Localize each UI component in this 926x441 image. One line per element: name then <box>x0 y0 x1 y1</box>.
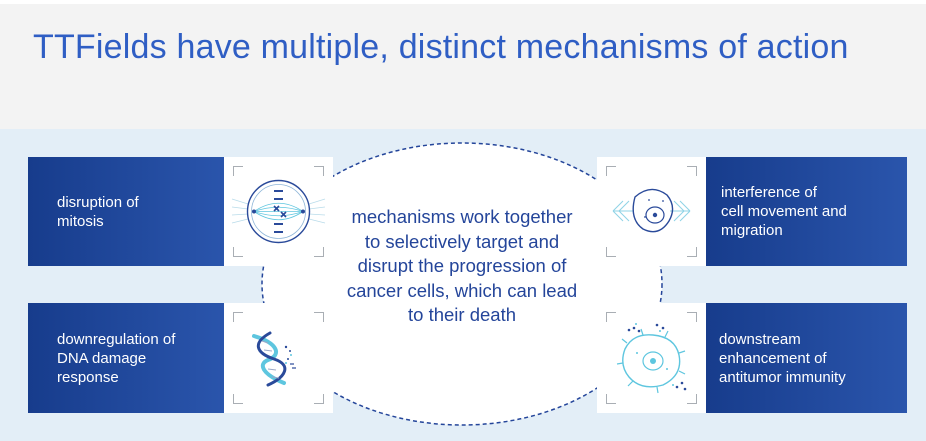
label-text: downregulation of DNA damage response <box>57 330 176 386</box>
header-band <box>0 4 926 129</box>
card-dna-damage <box>224 303 333 413</box>
label-downstream-enhancement-of-antitumor-immunity: downstream enhancement of antitumor immu… <box>706 303 907 413</box>
mitosis-spindle-icon <box>231 179 326 244</box>
label-downregulation-of-dna-damage-response: downregulation of DNA damage response <box>28 303 224 413</box>
label-text: disruption of mitosis <box>57 193 139 230</box>
card-mitosis <box>224 157 333 266</box>
label-text: downstream enhancement of antitumor immu… <box>719 330 846 386</box>
cell-migration-icon <box>612 188 691 233</box>
card-cell-migration <box>597 157 706 266</box>
center-message: mechanisms work together to selectively … <box>346 206 578 325</box>
label-text: interference of cell movement and migrat… <box>721 184 847 239</box>
dna-helix-icon <box>252 331 296 387</box>
page-title: TTFields have multiple, distinct mechani… <box>33 28 849 66</box>
immune-cell-icon <box>616 323 687 394</box>
label-interference-of-cell-movement: interference of cell movement and migrat… <box>706 157 907 266</box>
card-antitumor-immunity <box>597 303 706 413</box>
label-disruption-of-mitosis: disruption of mitosis <box>28 157 224 266</box>
